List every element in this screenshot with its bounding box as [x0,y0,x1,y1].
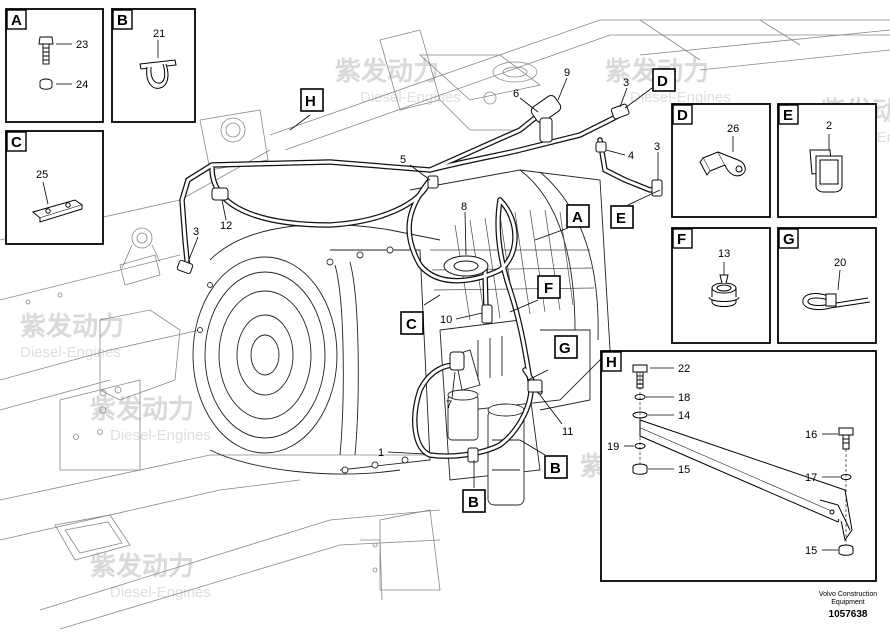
letter-flags: A B B C D E F G [300,68,676,513]
inset-d-part-26: 26 [727,123,739,135]
inset-e: E 2 [777,103,877,218]
footer: Volvo Construction Equipment 1057638 [819,591,877,620]
leader-lines [187,77,661,488]
flag-f[interactable]: F [537,275,561,299]
inset-c: C 25 [5,130,104,245]
watermark-en: Diesel-Engines [110,584,211,601]
inset-g-part-20: 20 [834,257,846,269]
inset-h-part-22: 22 [678,363,690,375]
inset-f-part-13: 13 [718,248,730,260]
callout-9: 9 [564,67,570,79]
inset-h-part-14: 14 [678,410,690,422]
inset-g: G 20 [777,227,877,344]
inset-b-part-21: 21 [153,28,165,40]
nut-icon [838,544,854,556]
inset-f: F 13 [671,227,771,344]
flag-a[interactable]: A [566,204,590,228]
flag-g[interactable]: G [554,335,578,359]
inset-g-letter: G [783,231,795,248]
watermark-en: Diesel-Engines [360,89,461,106]
inset-h-part-18: 18 [678,392,690,404]
svg-text:B: B [468,494,479,511]
inset-h-part-16: 16 [805,429,817,441]
svg-text:E: E [616,210,626,227]
inset-a: A 23 24 [5,8,104,123]
watermark-en: Diesel-Engines [630,89,731,106]
grommet-icon [708,274,740,307]
inset-h-part-15: 15 [805,545,817,557]
inset-f-letter: F [677,231,686,248]
flag-e[interactable]: E [610,205,634,229]
callout-3: 3 [193,226,199,238]
inset-c-letter: C [11,134,22,151]
callout-7: 7 [446,399,452,411]
bolt-icon [38,36,54,65]
callout-4: 4 [628,150,634,162]
inset-a-part-24: 24 [76,79,88,91]
inset-h-part-15: 15 [678,464,690,476]
flag-d[interactable]: D [652,68,676,92]
flag-c[interactable]: C [400,311,424,335]
watermark-en: Diesel-Engines [20,344,121,361]
watermark-cn: 紫发动力 [335,56,439,86]
bracket-plate-icon [31,199,84,223]
svg-text:G: G [559,340,571,357]
nut-icon [39,78,53,90]
callout-10: 10 [440,314,452,326]
svg-text:C: C [406,316,417,333]
inset-h-letter: H [606,354,617,371]
drawing-ref-number: 1057638 [829,609,868,620]
svg-text:F: F [544,280,553,297]
company-line-1: Volvo Construction [819,591,877,598]
inset-b-letter: B [117,12,128,29]
clamp-icon [139,59,177,89]
inset-e-letter: E [783,107,793,124]
callout-8: 8 [461,201,467,213]
callout-3: 3 [654,141,660,153]
watermark-cn: 紫发动力 [90,551,194,581]
flag-b-bottom[interactable]: B [462,489,486,513]
flag-b-right[interactable]: B [544,455,568,479]
inset-h: H [600,350,877,582]
inset-b: B 21 [111,8,196,123]
inset-e-part-2: 2 [826,120,832,132]
inset-a-letter: A [11,12,22,29]
callout-1: 1 [378,447,384,459]
watermark-en: Diesel-Engines [110,427,211,444]
callout-5: 5 [400,154,406,166]
flag-h[interactable]: H [300,88,324,112]
part-callouts: 1 3 3 3 4 5 6 7 8 9 10 11 12 [193,67,660,459]
wiring-harness [176,95,663,463]
watermark-cn: 紫发动力 [20,311,124,341]
inset-c-part-25: 25 [36,169,48,181]
cable-tie-icon [802,293,871,311]
blanking-plug-icon [809,149,843,193]
svg-text:D: D [657,73,668,90]
ring-terminal-icon [699,151,746,177]
inset-a-part-23: 23 [76,39,88,51]
inset-h-part-17: 17 [805,472,817,484]
svg-text:A: A [572,209,583,226]
nut-icon [632,463,648,475]
callout-12: 12 [220,220,232,232]
company-line-2: Equipment [831,599,865,606]
inset-d-letter: D [677,107,688,124]
inset-h-part-19: 19 [607,441,619,453]
callout-3: 3 [623,77,629,89]
chassis-frame [0,19,890,630]
inset-d: D 26 [671,103,771,218]
svg-text:B: B [550,460,561,477]
callout-11: 11 [562,426,573,438]
callout-6: 6 [513,88,519,100]
svg-text:H: H [305,93,316,110]
watermark-cn: 紫发动力 [90,394,194,424]
